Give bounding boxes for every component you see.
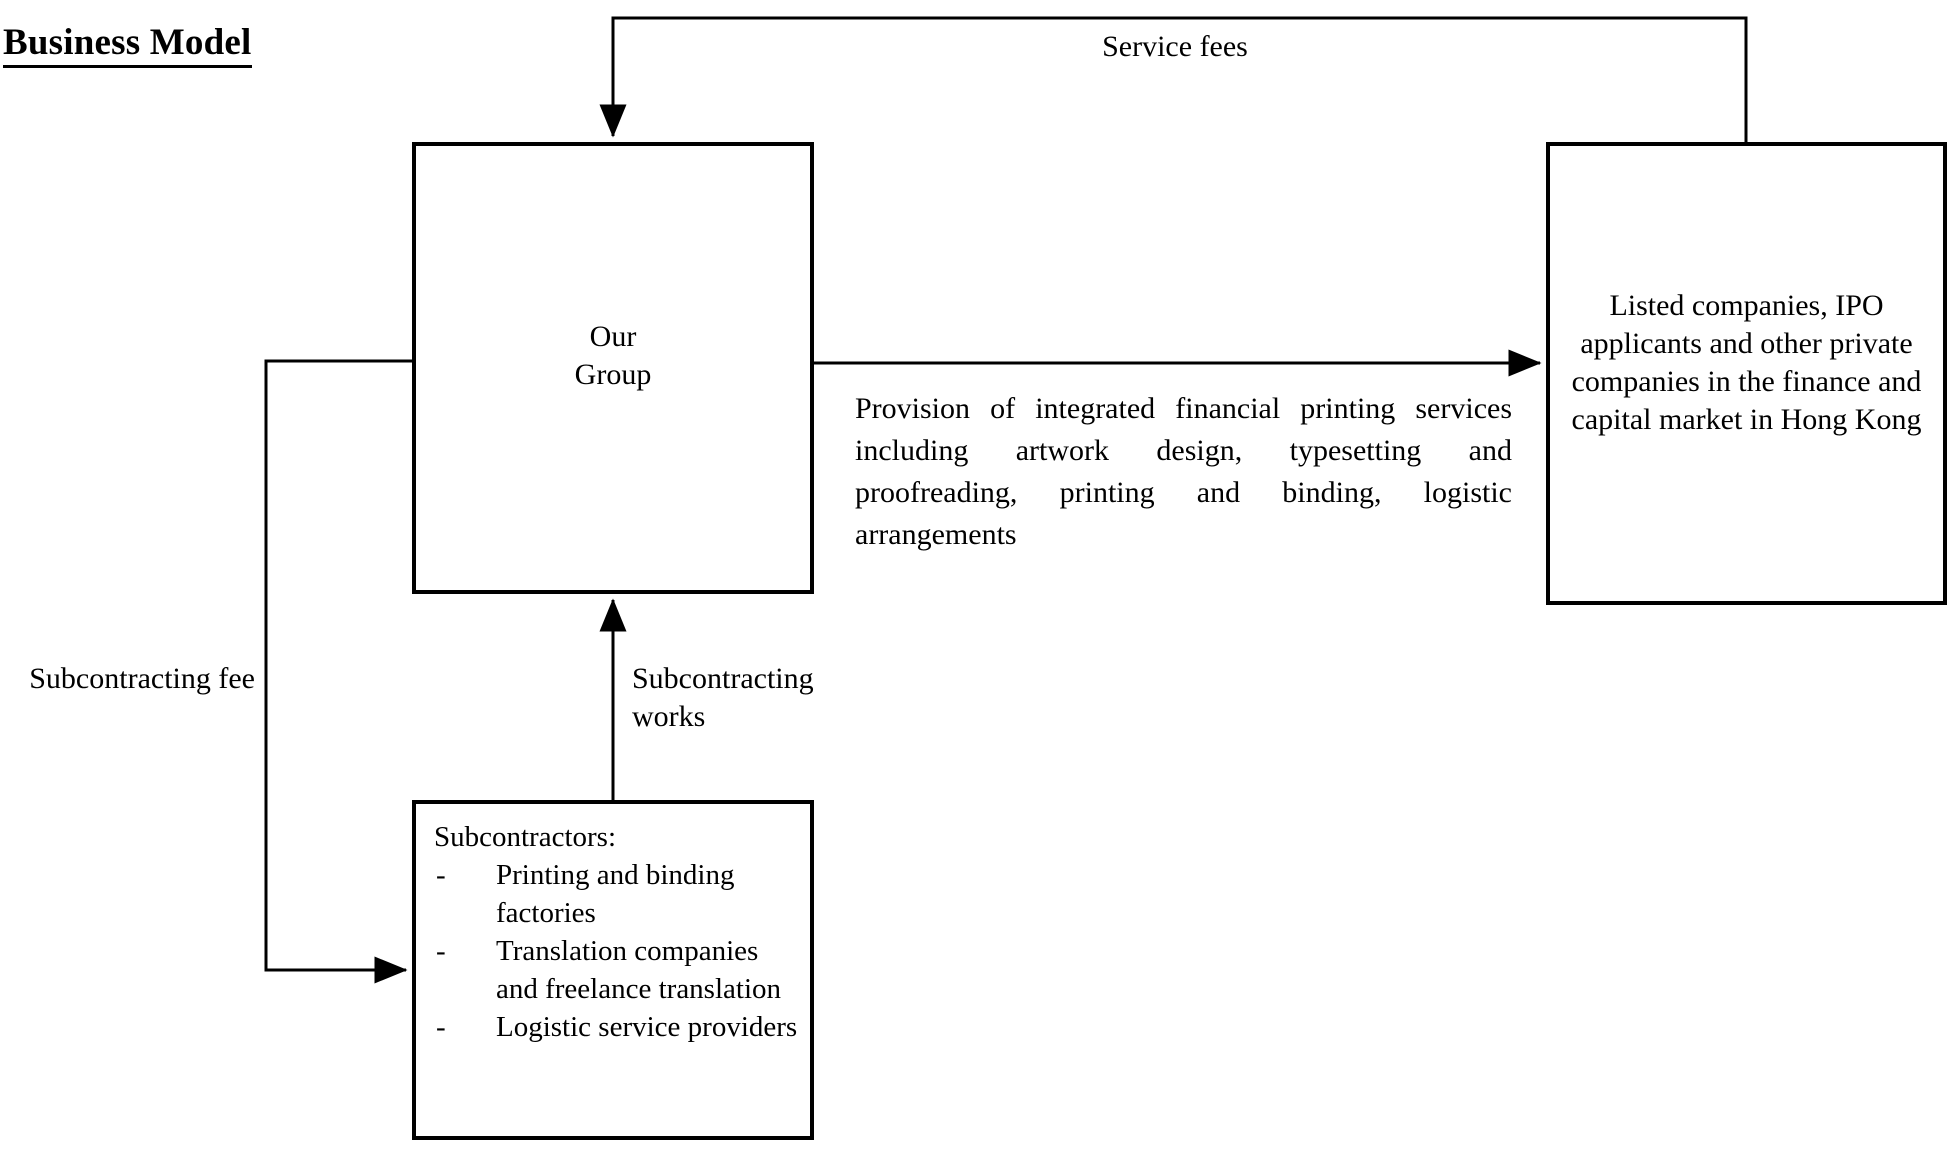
subcontractors-heading: Subcontractors: xyxy=(434,821,617,853)
list-item: - Translation companies and freelance tr… xyxy=(434,932,802,1008)
our-group-label-line1: Our xyxy=(589,320,637,353)
node-our-group[interactable]: Our Group xyxy=(412,142,814,594)
list-item: - Logistic service providers xyxy=(434,1008,802,1046)
list-item-label: Logistic service providers xyxy=(496,1011,798,1043)
edge-label-service-fees: Service fees xyxy=(1102,30,1248,63)
clients-label: Listed companies, IPO applicants and oth… xyxy=(1571,289,1922,436)
edge-subcontracting-fee xyxy=(264,359,412,984)
node-subcontractors[interactable]: Subcontractors: - Printing and binding f… xyxy=(412,800,814,1140)
subcontractors-list: - Printing and binding factories - Trans… xyxy=(434,856,802,1046)
our-group-label: Our Group xyxy=(416,318,810,394)
edge-label-subcontracting-fee: Subcontracting fee xyxy=(29,662,255,695)
subcontractors-content: Subcontractors: - Printing and binding f… xyxy=(434,818,802,1046)
bullet-dash-icon: - xyxy=(436,935,446,967)
bullet-dash-icon: - xyxy=(436,1011,446,1043)
edge-label-provision-of-services: Provision of integrated financial printi… xyxy=(855,392,1512,551)
list-item-label: Translation companies and freelance tran… xyxy=(496,935,782,1005)
edge-label-subcontracting-works: Subcontracting works xyxy=(632,662,814,733)
page-title: Business Model xyxy=(3,22,252,69)
list-item-label: Printing and binding factories xyxy=(496,859,735,929)
list-item: - Printing and binding factories xyxy=(434,856,802,932)
node-clients[interactable]: Listed companies, IPO applicants and oth… xyxy=(1546,142,1947,605)
bullet-dash-icon: - xyxy=(436,859,446,891)
our-group-label-line2: Group xyxy=(574,358,652,391)
